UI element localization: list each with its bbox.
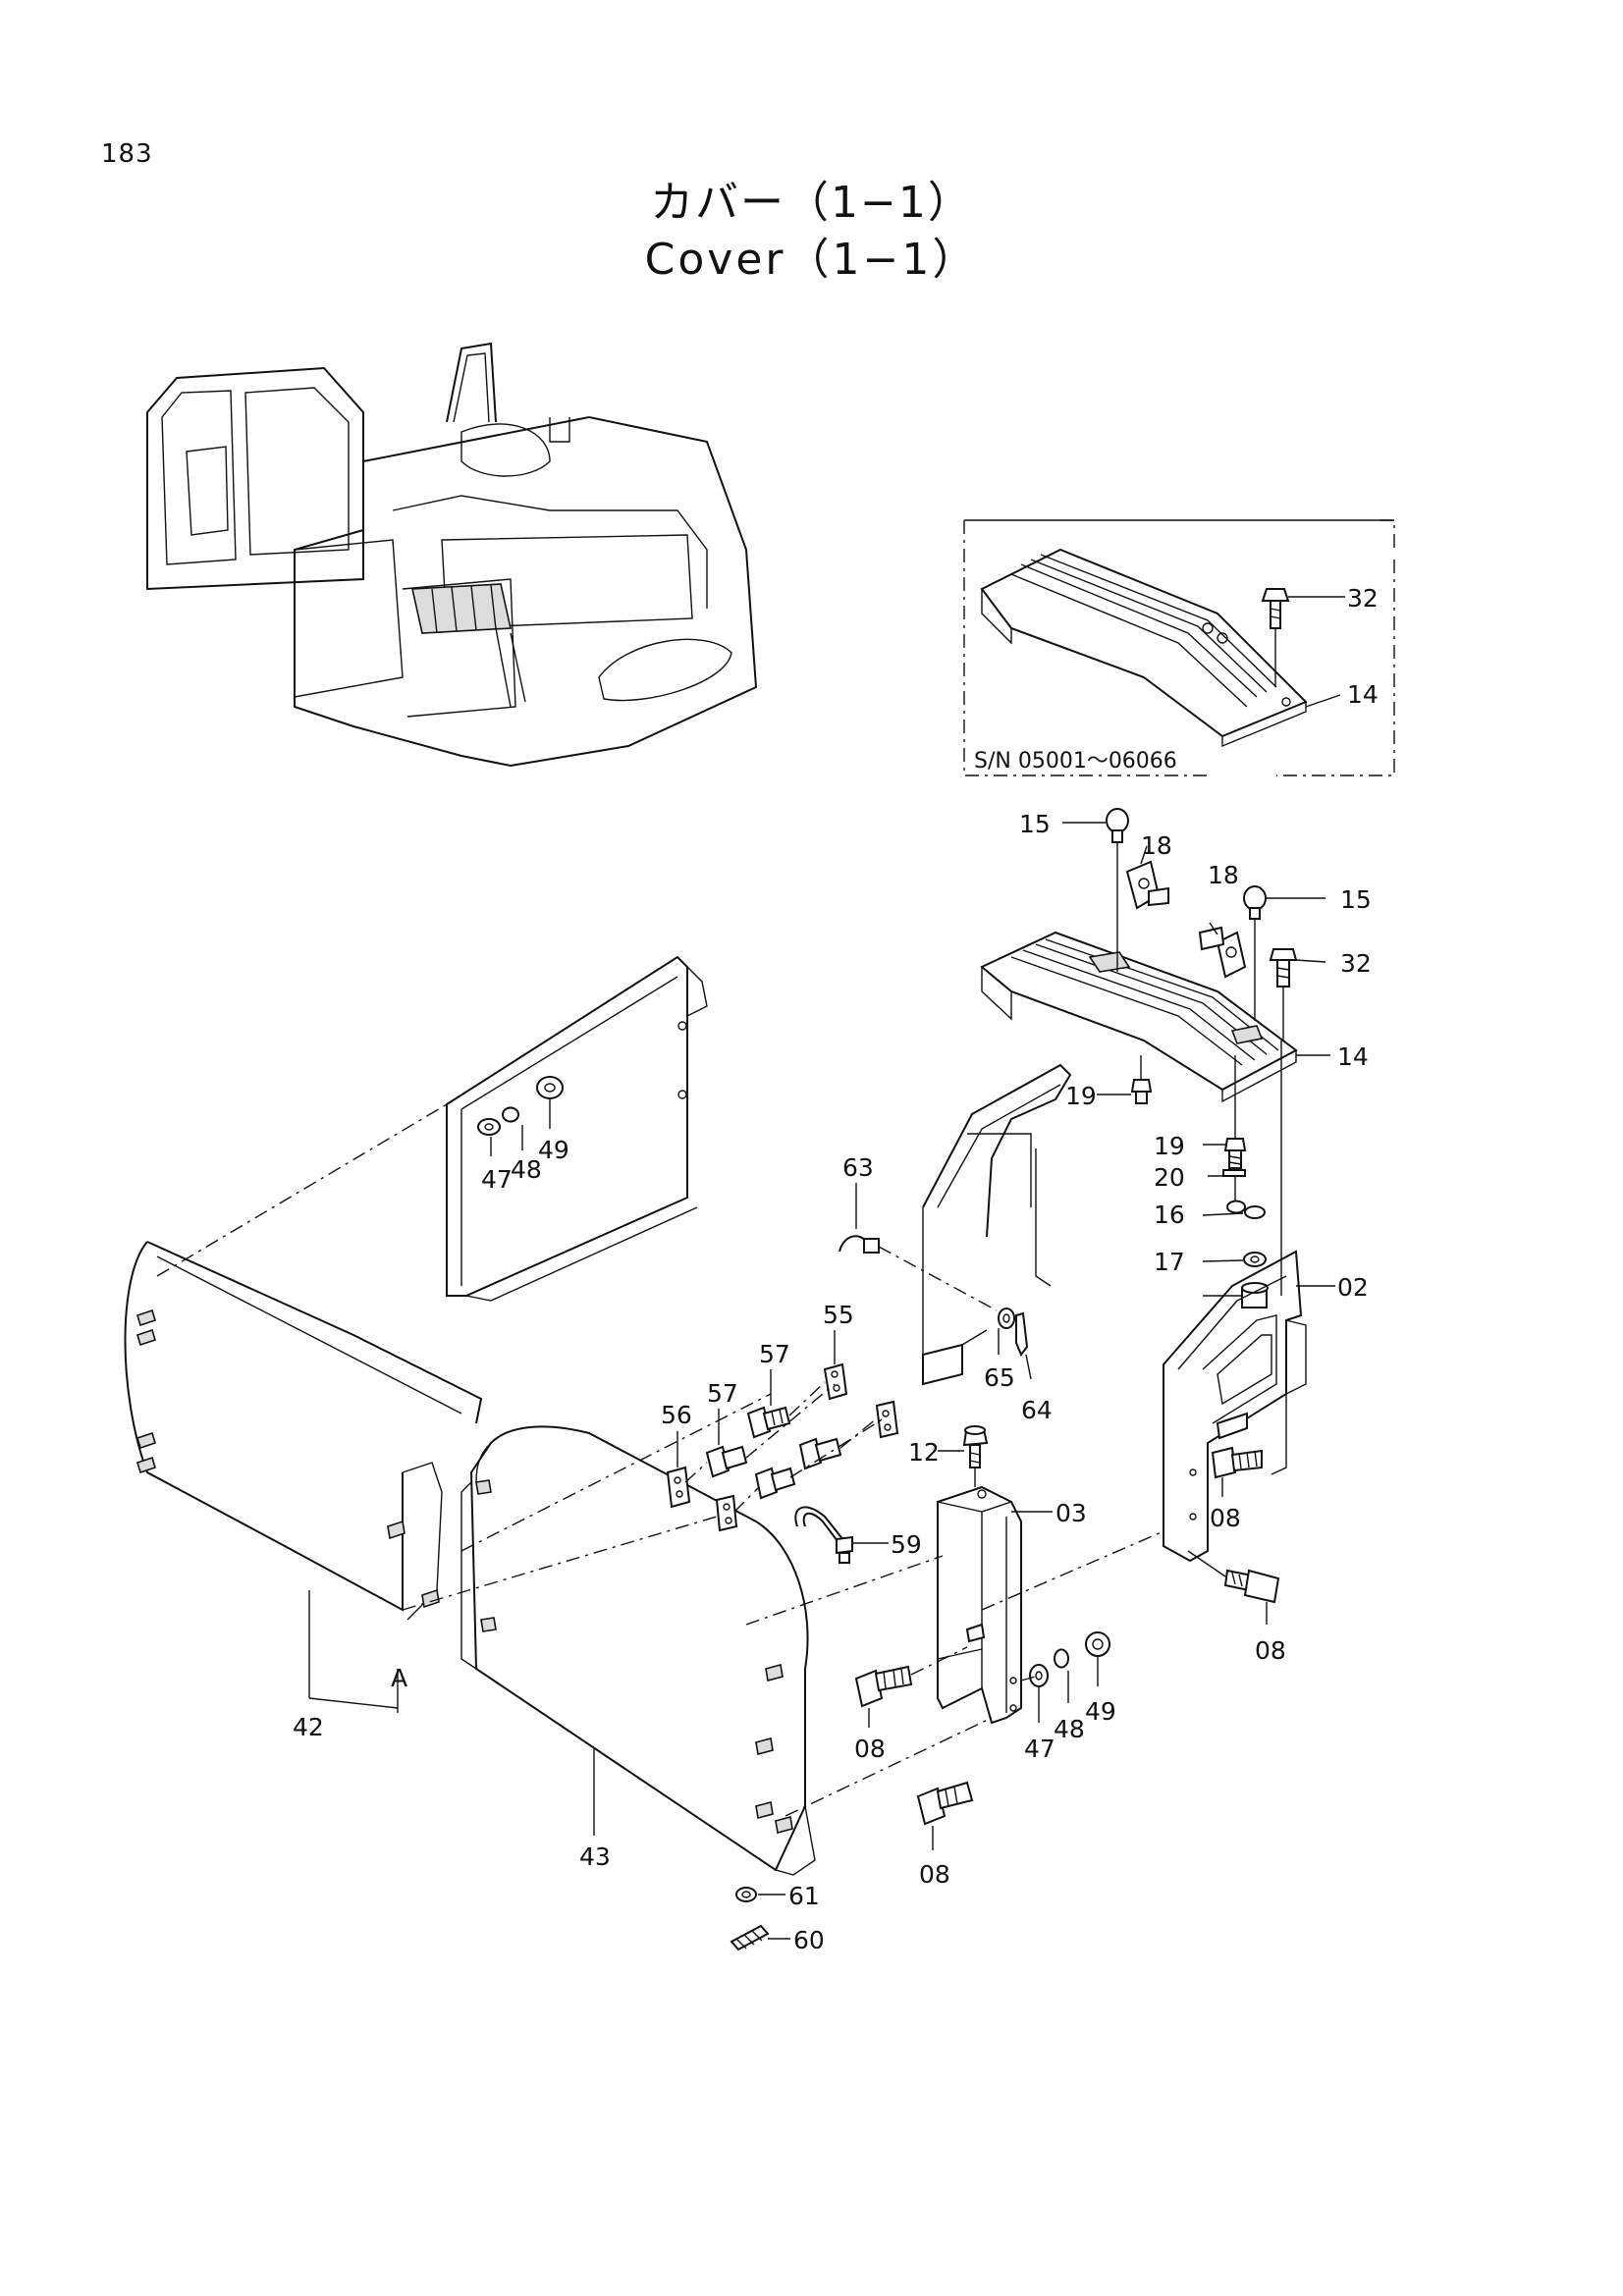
door-panel-43: 43 bbox=[460, 1425, 816, 1876]
bolt-icon bbox=[1261, 588, 1290, 629]
hinge-bolts-cluster: 55 57 57 56 bbox=[661, 1301, 899, 1532]
label-57-lower: 57 bbox=[707, 1379, 738, 1408]
serial-inset-box: 32 14 S/N 05001～06066 bbox=[963, 519, 1395, 776]
label-14: 14 bbox=[1337, 1042, 1369, 1071]
label-42: 42 bbox=[293, 1713, 324, 1741]
label-08-right-upper: 08 bbox=[1210, 1504, 1241, 1532]
bolt-08-center: 08 bbox=[854, 1646, 968, 1763]
label-08-right-lower: 08 bbox=[1255, 1636, 1286, 1665]
clip-60: 60 bbox=[730, 1924, 825, 1954]
label-15-right: 15 bbox=[1340, 885, 1372, 914]
label-57-upper: 57 bbox=[759, 1340, 790, 1368]
label-02: 02 bbox=[1337, 1273, 1369, 1302]
label-15-left: 15 bbox=[1019, 810, 1051, 838]
label-08-bottom: 08 bbox=[919, 1860, 950, 1889]
label-47-upper: 47 bbox=[481, 1165, 513, 1194]
label-18-left: 18 bbox=[1141, 831, 1172, 860]
label-08-center: 08 bbox=[854, 1735, 886, 1763]
side-panel-upper: 47 48 49 bbox=[446, 955, 708, 1302]
label-03: 03 bbox=[1055, 1499, 1087, 1527]
center-support-bracket: 63 65 64 bbox=[839, 1063, 1072, 1424]
label-48-upper: 48 bbox=[511, 1155, 542, 1184]
label-16: 16 bbox=[1154, 1201, 1185, 1229]
label-19-upper: 19 bbox=[1065, 1082, 1097, 1110]
door-panel-42: 42 A bbox=[124, 1103, 483, 1741]
label-32: 32 bbox=[1340, 949, 1372, 978]
label-17: 17 bbox=[1154, 1248, 1185, 1276]
label-63: 63 bbox=[842, 1153, 874, 1182]
label-61: 61 bbox=[788, 1882, 820, 1910]
label-18-right: 18 bbox=[1208, 861, 1239, 889]
alignment-lines bbox=[402, 1393, 1164, 1817]
inset-step-grating bbox=[980, 548, 1308, 748]
label-49-lower: 49 bbox=[1085, 1697, 1116, 1726]
label-56: 56 bbox=[661, 1401, 692, 1429]
handle-59: 59 bbox=[794, 1506, 922, 1564]
bolt-08-right-lower: 08 bbox=[1187, 1550, 1286, 1665]
label-65: 65 bbox=[984, 1363, 1015, 1392]
label-49-upper: 49 bbox=[538, 1136, 569, 1164]
label-32-inset: 32 bbox=[1347, 584, 1379, 613]
label-A: A bbox=[391, 1664, 407, 1692]
label-64: 64 bbox=[1021, 1396, 1053, 1424]
step-grating-assembly: 15 18 18 15 32 14 19 19 20 16 17 bbox=[980, 808, 1372, 1308]
label-48-lower: 48 bbox=[1054, 1715, 1085, 1743]
label-20: 20 bbox=[1154, 1163, 1185, 1192]
serial-range-label: S/N 05001～06066 bbox=[974, 749, 1177, 774]
excavator-overview-illustration bbox=[146, 342, 758, 768]
label-59: 59 bbox=[891, 1530, 922, 1559]
label-43: 43 bbox=[579, 1842, 611, 1871]
bolt-08-right-upper: 08 bbox=[1210, 1446, 1263, 1532]
label-12: 12 bbox=[908, 1438, 940, 1467]
label-60: 60 bbox=[793, 1926, 825, 1954]
label-14-inset: 14 bbox=[1347, 680, 1379, 709]
cover-frame-02: 02 bbox=[1163, 1250, 1369, 1563]
label-47-lower: 47 bbox=[1024, 1735, 1055, 1763]
title-english: Cover（1−1） bbox=[644, 235, 979, 285]
washers-lower: 47 48 49 bbox=[1020, 1631, 1116, 1763]
label-55: 55 bbox=[823, 1301, 854, 1329]
title-japanese: カバー（1−1） bbox=[650, 178, 973, 228]
bracket-plate-03: 03 12 bbox=[908, 1425, 1087, 1725]
label-19-lower: 19 bbox=[1154, 1132, 1185, 1160]
bolt-08-bottom: 08 bbox=[916, 1781, 974, 1889]
washer-61: 61 bbox=[735, 1882, 820, 1910]
page-number: 183 bbox=[101, 139, 153, 169]
